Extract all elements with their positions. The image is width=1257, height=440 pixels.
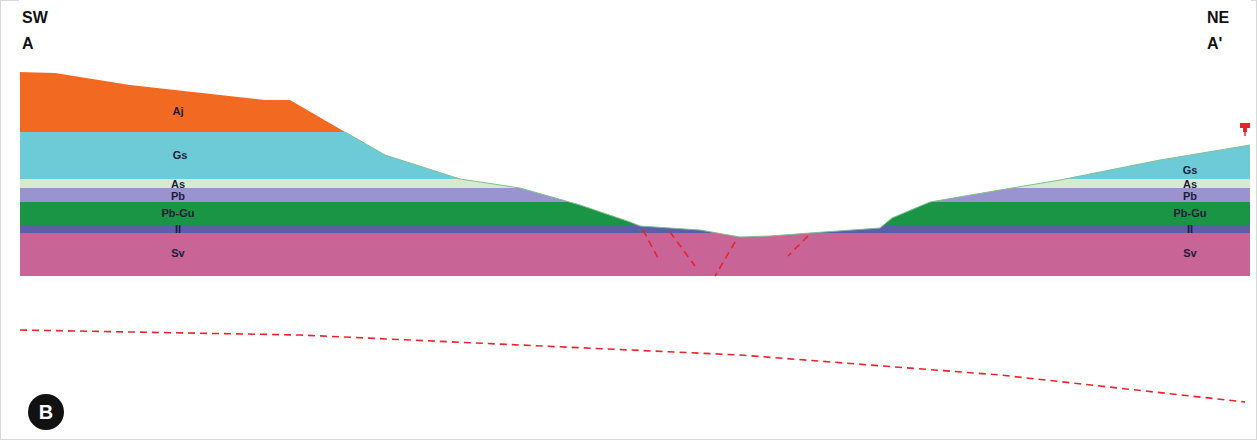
- unit-label: Pb: [1183, 191, 1197, 202]
- section-end-label: NE: [1207, 10, 1229, 26]
- unit-label: Pb-Gu: [162, 208, 195, 219]
- panel-letter: B: [39, 402, 53, 422]
- section-end-label: A': [1207, 36, 1222, 52]
- unit-label: As: [171, 179, 185, 190]
- unit-label: Pb: [171, 191, 185, 202]
- unit-label: II: [175, 224, 181, 235]
- panel-badge: B: [28, 394, 64, 430]
- faults: [20, 230, 1245, 402]
- unit-label: As: [1183, 179, 1197, 190]
- section-end-label: SW: [22, 10, 48, 26]
- unit-label: Sv: [171, 248, 184, 259]
- unit-label: Sv: [1183, 248, 1196, 259]
- location-pin: [1240, 123, 1250, 136]
- unit-label: Gs: [1183, 165, 1198, 176]
- unit-label: Aj: [173, 106, 184, 117]
- topography-line: [345, 132, 1250, 237]
- unit-label: II: [1187, 224, 1193, 235]
- air-above-topography: [19, 0, 1251, 237]
- section-end-label: A: [22, 36, 34, 52]
- unit-label: Pb-Gu: [1174, 208, 1207, 219]
- unit-label: Gs: [173, 150, 188, 161]
